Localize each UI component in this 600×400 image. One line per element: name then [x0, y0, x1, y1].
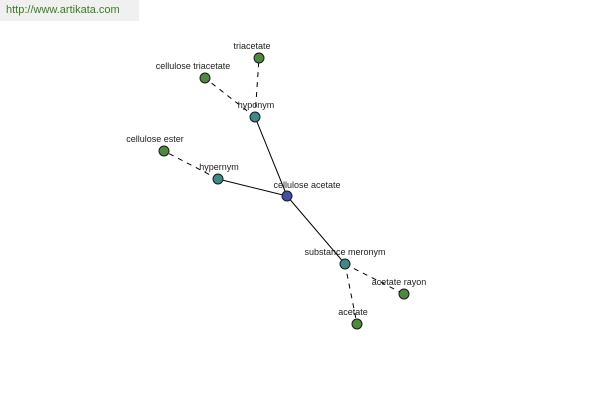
edges-layer [163, 57, 405, 325]
node-acetate[interactable] [351, 318, 363, 330]
node-label-hyponym: hyponym [238, 100, 275, 110]
node-hypernym[interactable] [212, 173, 224, 185]
edge-substance-meronym-to-acetate [344, 263, 358, 325]
node-label-acetate-rayon: acetate rayon [372, 277, 427, 287]
edge-hypernym-to-cellulose-ester [163, 150, 219, 180]
node-label-triacetate: triacetate [233, 41, 270, 51]
node-hyponym[interactable] [249, 111, 261, 123]
edge-cellulose-acetate-to-substance-meronym [286, 195, 346, 265]
node-label-cellulose-ester: cellulose ester [126, 134, 184, 144]
nodes-layer [158, 52, 410, 330]
node-label-cellulose-acetate: cellulose acetate [273, 180, 340, 190]
node-label-hypernym: hypernym [199, 162, 239, 172]
node-cellulose-ester[interactable] [158, 145, 170, 157]
labels-layer: cellulose acetate hyponym hypernym substanc… [126, 41, 426, 317]
edge-substance-meronym-to-acetate-rayon [344, 263, 405, 295]
node-label-cellulose-triacetate: cellulose triacetate [156, 61, 231, 71]
node-cellulose-acetate[interactable] [281, 190, 293, 202]
edge-hyponym-to-cellulose-triacetate [204, 77, 256, 118]
node-label-acetate: acetate [338, 307, 368, 317]
node-cellulose-triacetate[interactable] [199, 72, 211, 84]
edge-cellulose-acetate-to-hyponym [254, 116, 288, 197]
node-acetate-rayon[interactable] [398, 288, 410, 300]
site-url-link[interactable]: http://www.artikata.com [0, 0, 139, 21]
node-triacetate[interactable] [253, 52, 265, 64]
edge-cellulose-acetate-to-hypernym [217, 178, 288, 197]
node-substance-meronym[interactable] [339, 258, 351, 270]
node-label-substance-meronym: substance meronym [304, 247, 385, 257]
